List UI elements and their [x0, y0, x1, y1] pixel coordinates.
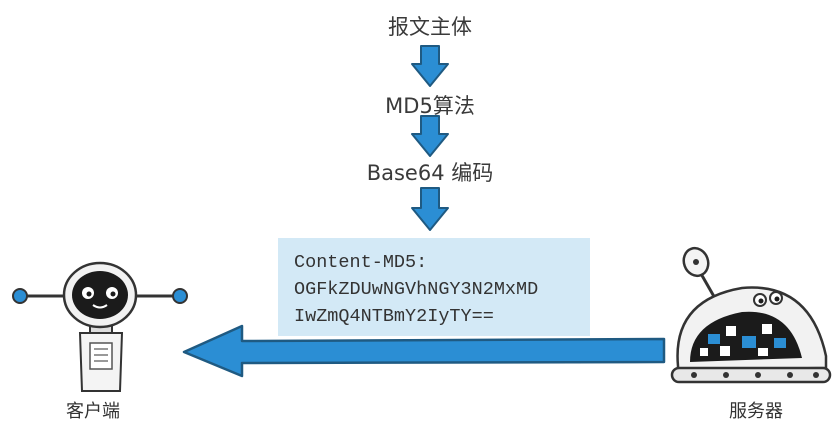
content-md5-header-box: [278, 238, 590, 336]
server-robot-icon: [670, 246, 832, 384]
client-robot-icon: [12, 261, 188, 392]
header-field-name: Content-MD5:: [294, 252, 428, 273]
step-message-body: 报文主体: [388, 15, 472, 39]
down-arrow-icon: [411, 187, 449, 231]
step-md5-algorithm: MD5算法: [385, 94, 475, 118]
response-arrow-icon: [182, 324, 666, 378]
header-field-value-line2: IwZmQ4NTBmY2IyTY==: [294, 306, 494, 327]
header-field-value-line1: OGFkZDUwNGVhNGY3N2MxMD: [294, 279, 539, 300]
down-arrow-icon: [411, 45, 449, 87]
client-label: 客户端: [66, 401, 120, 422]
down-arrow-icon: [411, 115, 449, 157]
server-label: 服务器: [729, 401, 783, 422]
step-base64-encoding: Base64 编码: [366, 161, 494, 185]
